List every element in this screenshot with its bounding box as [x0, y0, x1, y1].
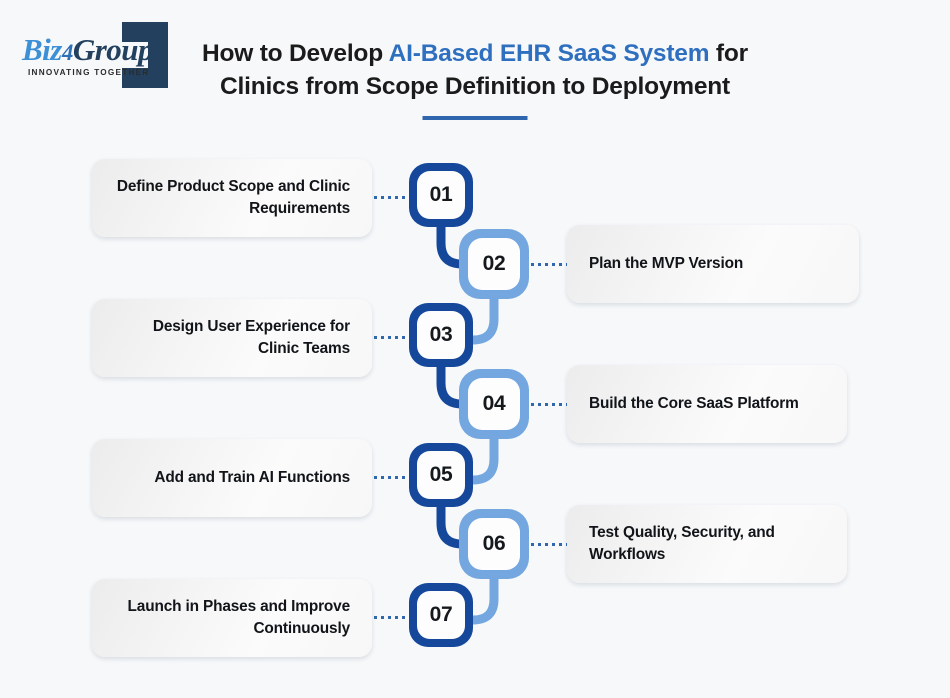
page-title: How to Develop AI-Based EHR SaaS System …	[190, 38, 760, 120]
step-label: Define Product Scope and Clinic Requirem…	[116, 178, 350, 217]
bracket-corner-mark	[106, 22, 168, 88]
process-timeline: Define Product Scope and Clinic Requirem…	[0, 135, 950, 698]
title-line-2: Clinics from Scope Definition to Deploym…	[219, 72, 731, 100]
step-badge-05[interactable]: 05	[409, 443, 473, 507]
logo-tagline: INNOVATING TOGETHER	[28, 68, 150, 77]
step-leader-line	[531, 263, 567, 266]
step-badge-06[interactable]: 06	[459, 509, 529, 579]
step-number: 03	[417, 311, 465, 359]
step-number: 06	[468, 518, 520, 570]
step-leader-line	[374, 616, 408, 619]
title-pre: How to Develop	[202, 40, 389, 67]
title-post: for	[709, 40, 748, 67]
step-badge-07[interactable]: 07	[409, 583, 473, 647]
step-label: Build the Core SaaS Platform	[589, 395, 799, 413]
step-leader-line	[374, 336, 408, 339]
step-card[interactable]: Build the Core SaaS Platform	[567, 365, 847, 443]
step-label: Add and Train AI Functions	[154, 469, 350, 487]
step-card[interactable]: Design User Experience for Clinic Teams	[92, 299, 372, 377]
step-leader-line	[374, 196, 408, 199]
step-number: 04	[468, 378, 520, 430]
step-card[interactable]: Test Quality, Security, and Workflows	[567, 505, 847, 583]
step-number: 05	[417, 451, 465, 499]
step-label: Test Quality, Security, and Workflows	[589, 524, 775, 563]
step-card[interactable]: Plan the MVP Version	[567, 225, 859, 303]
title-underline	[422, 116, 528, 120]
step-leader-line	[531, 543, 567, 546]
step-number: 07	[417, 591, 465, 639]
step-leader-line	[374, 476, 408, 479]
step-card[interactable]: Define Product Scope and Clinic Requirem…	[92, 159, 372, 237]
logo: Biz4Group INNOVATING TOGETHER	[18, 22, 168, 88]
logo-text-four: 4	[61, 40, 74, 65]
title-accent: AI-Based EHR SaaS System	[388, 40, 710, 67]
step-number: 02	[468, 238, 520, 290]
step-label: Design User Experience for Clinic Teams	[152, 318, 350, 357]
step-badge-04[interactable]: 04	[459, 369, 529, 439]
step-card[interactable]: Launch in Phases and Improve Continuousl…	[92, 579, 372, 657]
logo-text-group: Group	[72, 32, 154, 67]
step-label: Launch in Phases and Improve Continuousl…	[127, 598, 351, 637]
step-card[interactable]: Add and Train AI Functions	[92, 439, 372, 517]
header: Biz4Group INNOVATING TOGETHER How to Dev…	[0, 0, 950, 135]
step-badge-02[interactable]: 02	[459, 229, 529, 299]
step-leader-line	[531, 403, 567, 406]
step-badge-03[interactable]: 03	[409, 303, 473, 367]
logo-wordmark: Biz4Group	[22, 32, 154, 67]
logo-text-biz: Biz	[22, 32, 62, 67]
title-line-1: How to Develop AI-Based EHR SaaS System …	[190, 38, 760, 71]
step-number: 01	[417, 171, 465, 219]
step-badge-01[interactable]: 01	[409, 163, 473, 227]
step-label: Plan the MVP Version	[589, 255, 744, 273]
